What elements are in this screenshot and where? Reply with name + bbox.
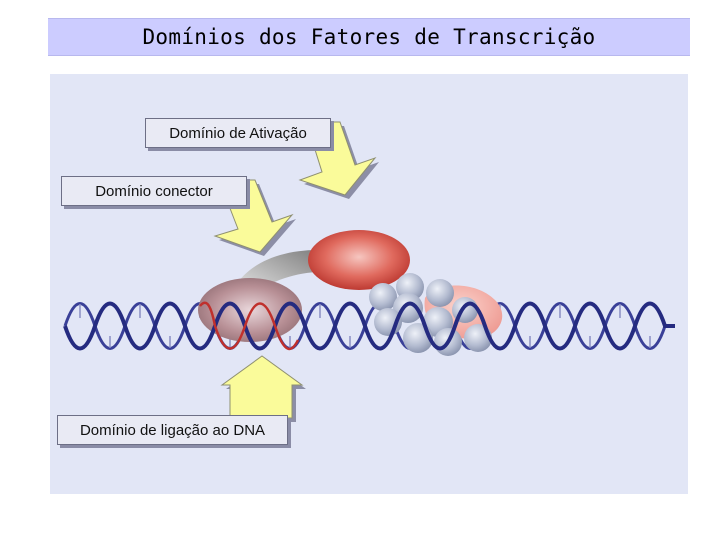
activation-domain <box>308 230 410 290</box>
page-title: Domínios dos Fatores de Transcrição <box>142 25 596 49</box>
label-activation-text: Domínio de Ativação <box>169 124 307 142</box>
dna-front-strand <box>63 301 675 351</box>
dna-binding-site <box>199 301 300 351</box>
label-linker-text: Domínio conector <box>95 182 213 200</box>
label-dna-binding-text: Domínio de ligação ao DNA <box>79 421 266 439</box>
label-activation-domain: Domínio de Ativação <box>145 118 331 148</box>
label-linker-domain: Domínio conector <box>61 176 247 206</box>
arrow-dna-binding <box>220 355 306 422</box>
title-bar: Domínios dos Fatores de Transcrição <box>48 18 690 56</box>
label-dna-binding-domain: Domínio de ligação ao DNA <box>57 415 288 445</box>
